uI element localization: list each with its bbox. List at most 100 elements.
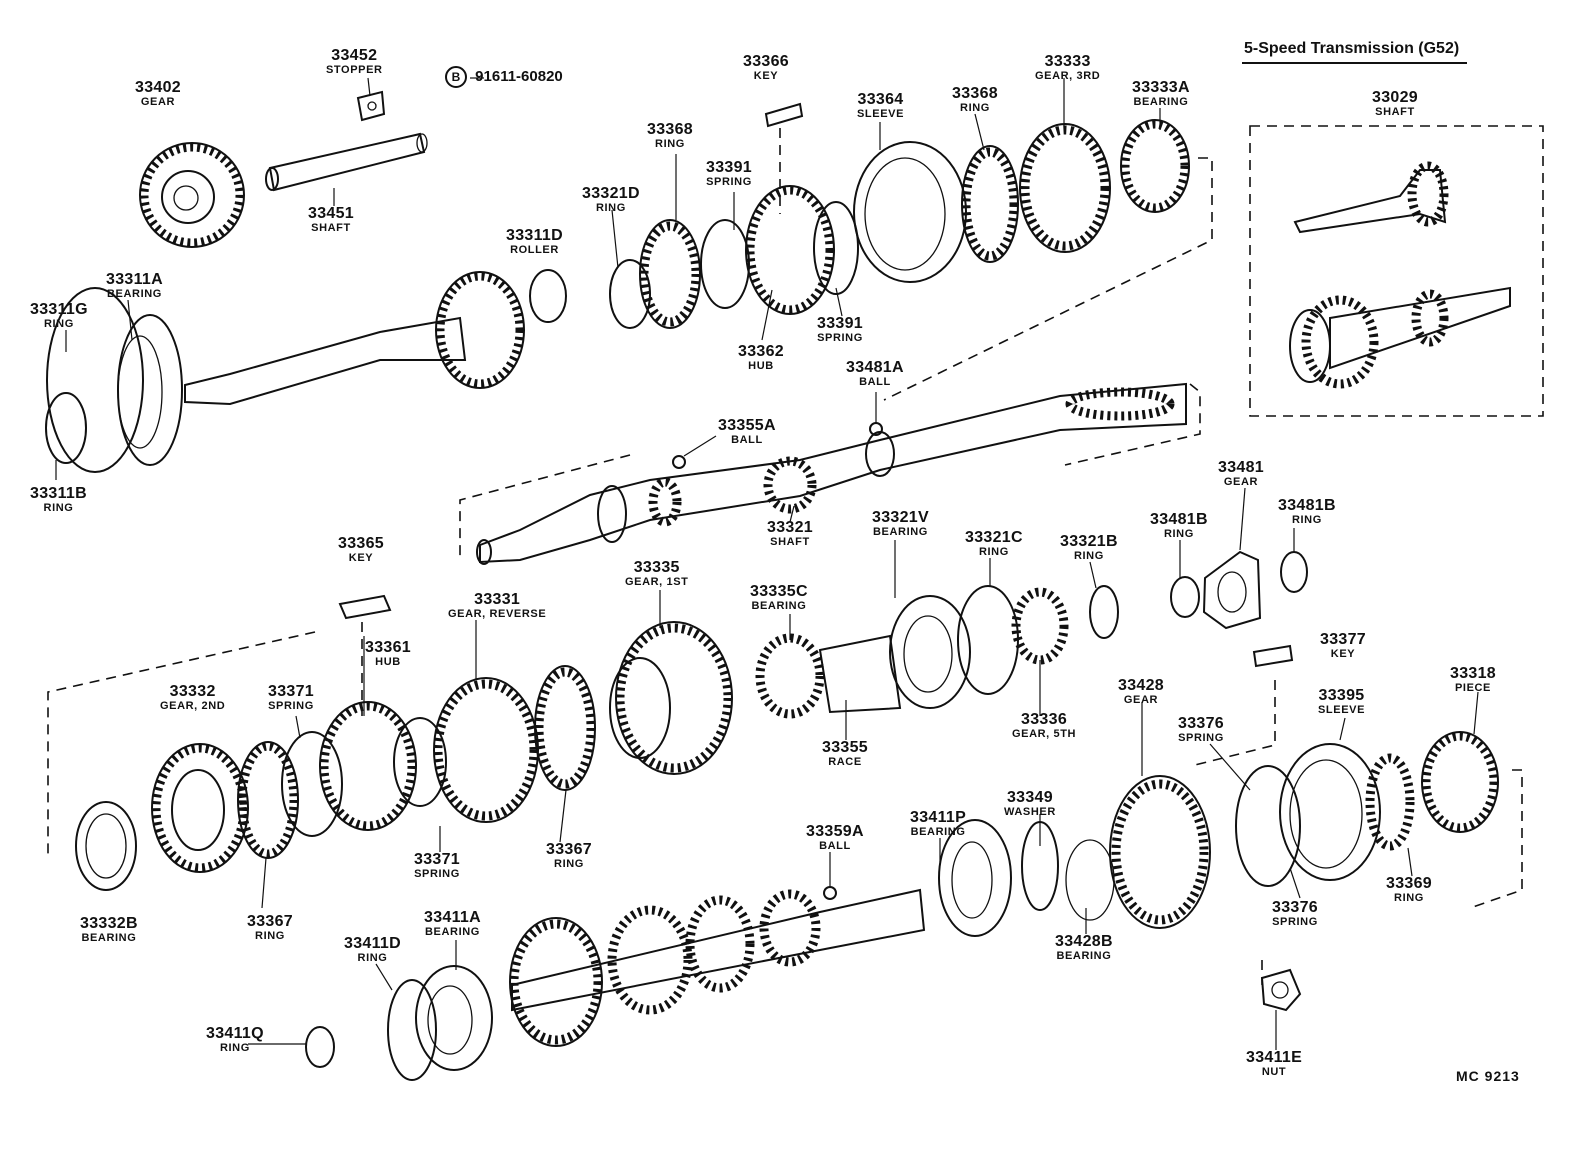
fastener-part-number: 91611-60820	[475, 68, 563, 85]
part-desc: KEY	[1330, 648, 1356, 660]
part-number: 33311D	[506, 227, 563, 244]
part-number: 33355A	[718, 417, 776, 434]
part-desc: WASHER	[1004, 806, 1056, 818]
part-desc: BEARING	[751, 600, 807, 612]
guide-line-8	[1469, 769, 1523, 909]
part-number: 33336	[1021, 711, 1068, 728]
part-desc: NUT	[1261, 1066, 1287, 1078]
part-number: 33411A	[424, 909, 481, 926]
part-number: 33333	[1044, 53, 1091, 70]
part-number: 33411E	[1246, 1049, 1303, 1066]
part-desc: BALL	[859, 376, 891, 388]
part-desc: GEAR, 1ST	[625, 576, 689, 588]
drawing-code: MC 9213	[1456, 1068, 1520, 1084]
part-number: 33411D	[344, 935, 401, 952]
part-number: 33335C	[750, 583, 808, 600]
part-desc: RING	[978, 546, 1009, 558]
part-number: 33029	[1372, 89, 1418, 106]
part-desc: SLEEVE	[857, 108, 905, 120]
counter-shaft-drawing	[305, 731, 1499, 1081]
part-desc: RING	[43, 318, 74, 330]
gear-33402-drawing	[139, 142, 245, 248]
shaft-33029-inset-drawing	[1289, 161, 1511, 389]
part-desc: BEARING	[81, 932, 137, 944]
part-number: 33321	[767, 519, 813, 536]
part-number: 33333A	[1132, 79, 1190, 96]
part-desc: RING	[1394, 892, 1424, 904]
part-number: 33321B	[1060, 533, 1118, 550]
part-desc: HUB	[375, 656, 401, 668]
part-desc: RACE	[828, 756, 862, 768]
part-desc: SPRING	[1272, 916, 1318, 928]
part-number: 33332	[169, 683, 216, 700]
part-number: 33376	[1272, 899, 1318, 916]
part-desc: SHAFT	[770, 536, 810, 548]
part-desc: KEY	[348, 552, 374, 564]
main-shaft-33321-drawing	[476, 382, 1187, 565]
part-number: 33331	[474, 591, 521, 608]
part-desc: SPRING	[706, 176, 752, 188]
part-number: 33368	[647, 121, 693, 138]
fastener-symbol: B	[445, 66, 467, 88]
guide-line-7	[1194, 680, 1276, 766]
synchro-3rd-4th-drawing	[609, 119, 1190, 329]
part-number: 33311B	[30, 485, 87, 502]
